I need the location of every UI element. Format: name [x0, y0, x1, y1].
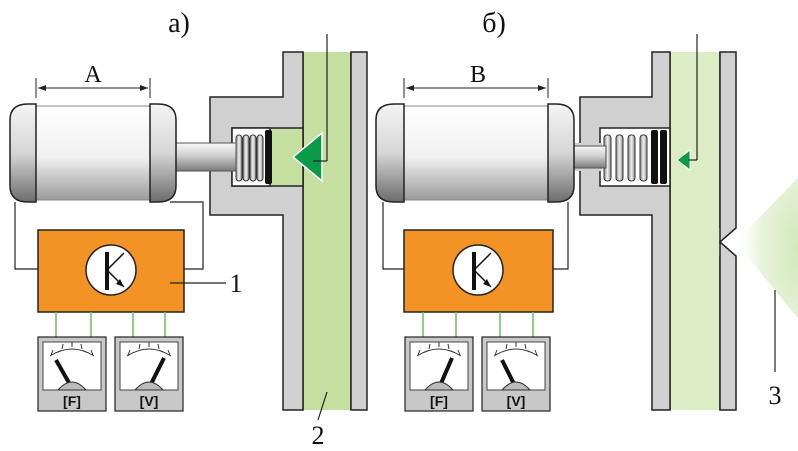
- callout-2: 2: [312, 421, 325, 450]
- force-meter-b: [F]: [404, 336, 474, 412]
- spring-a: [235, 130, 272, 184]
- pipe-wall-left-b: [579, 51, 671, 411]
- actuator-body-a: [29, 105, 159, 201]
- actuator-cap-right-b: [547, 103, 575, 203]
- pipe-wall-right-lower-b: [719, 240, 737, 411]
- dimension-label-b: B: [470, 62, 486, 88]
- panel-title-a: а): [168, 8, 190, 39]
- panel-b: B б): [375, 8, 798, 412]
- force-meter-a: [F]: [37, 336, 107, 412]
- spring-b: [603, 130, 667, 184]
- pipe-wall-right-a: [350, 51, 368, 411]
- actuator-body-b: [397, 105, 557, 201]
- voltage-meter-b: [V]: [481, 336, 551, 412]
- force-meter-label-a: [F]: [63, 393, 81, 409]
- voltage-meter-label-b: [V]: [507, 393, 526, 409]
- pipe-wall-right-upper-b: [719, 51, 737, 244]
- dimension-label-a: A: [84, 62, 102, 88]
- callout-1: 1: [230, 269, 243, 298]
- pipe-wall-left-a: [209, 51, 304, 411]
- actuator-cap-left-a: [9, 103, 37, 203]
- panel-title-b: б): [482, 8, 506, 39]
- spray-mist-b: [735, 178, 798, 318]
- callout-3: 3: [769, 381, 782, 410]
- voltage-meter-label-a: [V]: [140, 393, 159, 409]
- flow-arrow-a: [291, 131, 323, 183]
- actuator-cap-left-b: [375, 103, 405, 203]
- actuator-cap-right-a: [149, 103, 177, 203]
- voltage-meter-a: [V]: [114, 336, 184, 412]
- force-meter-label-b: [F]: [430, 393, 448, 409]
- panel-a: A а) 1: [9, 8, 368, 450]
- rod-a: [171, 142, 237, 172]
- liquid-channel-b: [670, 52, 720, 410]
